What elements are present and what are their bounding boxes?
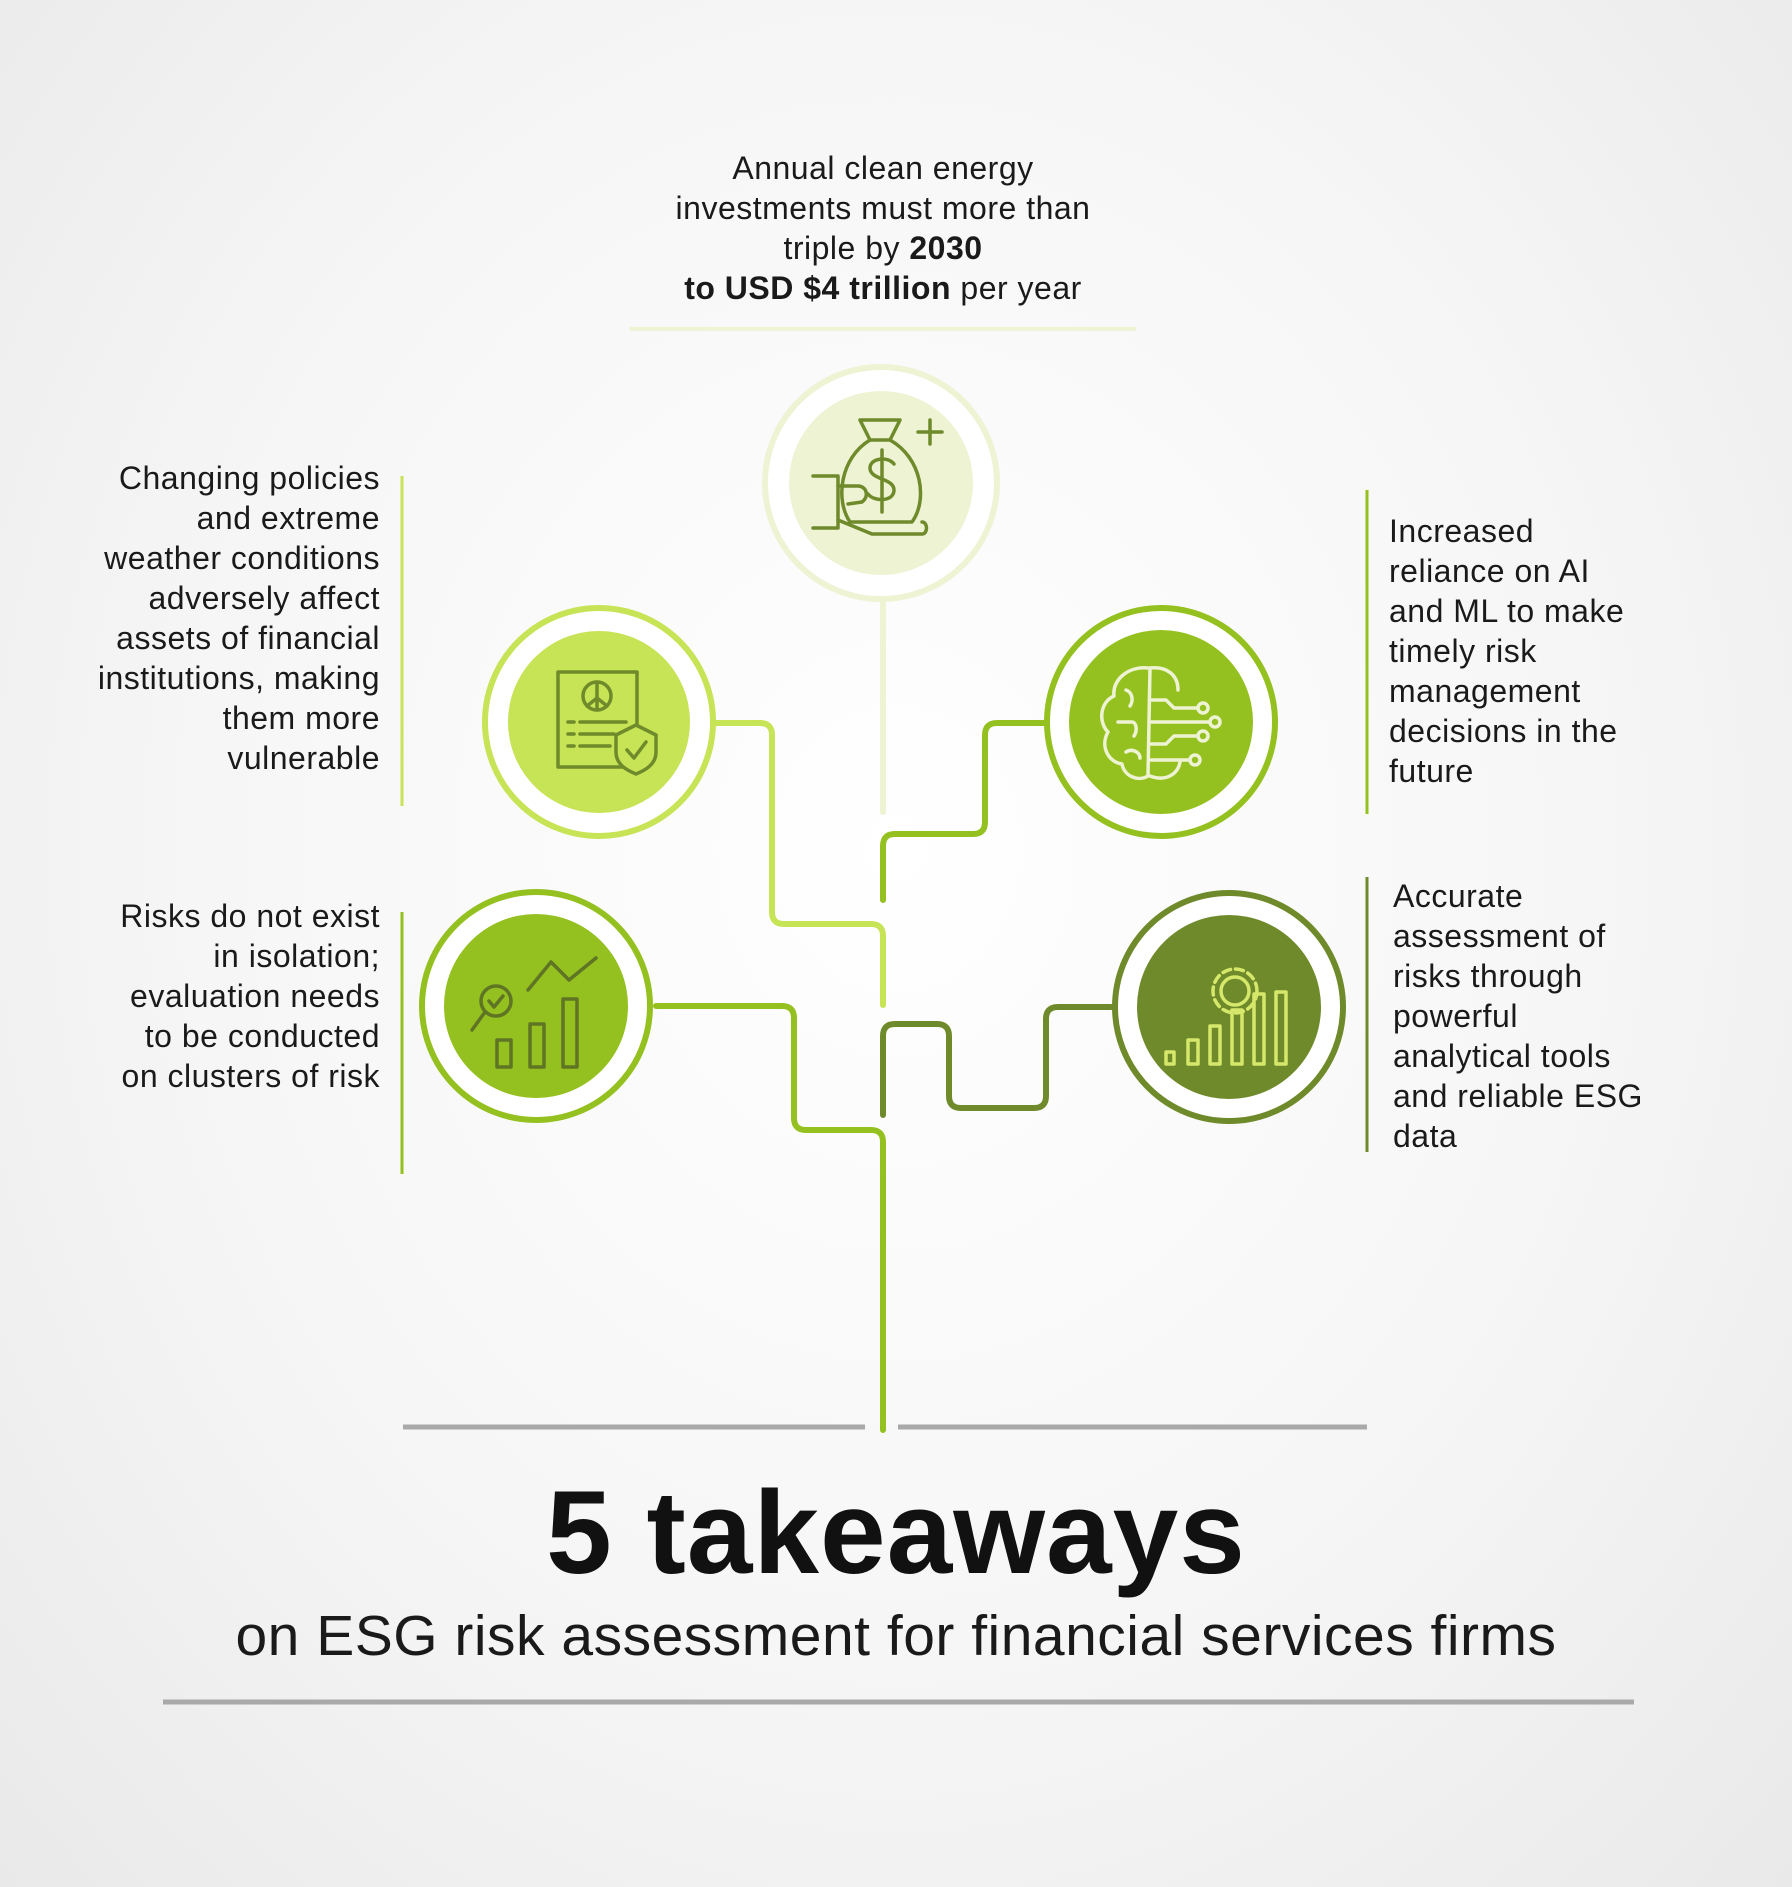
- text-line: on clusters of risk: [121, 1058, 380, 1094]
- text-line: Accurate: [1393, 878, 1524, 914]
- text-line: analytical tools: [1393, 1038, 1611, 1074]
- takeaway-ai-ml-text: Increased reliance on AI and ML to make …: [1389, 511, 1689, 791]
- connector-gear: [880, 1004, 1114, 1118]
- top-text-fragment: triple by: [783, 230, 910, 266]
- text-line: assets of financial: [116, 620, 380, 656]
- text-line: them more: [222, 700, 380, 736]
- connector-ai: [880, 720, 1048, 903]
- text-line: vulnerable: [227, 740, 380, 776]
- text-line: adversely affect: [148, 580, 380, 616]
- text-line: Increased: [1389, 513, 1535, 549]
- text-line: management: [1389, 673, 1581, 709]
- text-line: risks through: [1393, 958, 1583, 994]
- ai-brain-circuit-icon: [1044, 605, 1278, 839]
- page-subtitle: on ESG risk assessment for financial ser…: [235, 1604, 1557, 1668]
- takeaway-policies-text: Changing policies and extreme weather co…: [30, 458, 380, 778]
- text-line: Changing policies: [118, 460, 380, 496]
- text-line: decisions in the: [1389, 713, 1618, 749]
- page-title: 5 takeaways: [546, 1467, 1246, 1599]
- text-line: institutions, making: [97, 660, 380, 696]
- text-line: data: [1393, 1118, 1458, 1154]
- text-line: future: [1389, 753, 1474, 789]
- top-text-line: investments must more than: [675, 190, 1091, 226]
- text-line: and reliable ESG: [1393, 1078, 1643, 1114]
- takeaway-clusters-text: Risks do not exist in isolation; evaluat…: [30, 896, 380, 1096]
- gear-bar-chart-icon: [1112, 890, 1346, 1124]
- top-text-emphasis: to USD $4 trillion: [684, 270, 951, 306]
- text-line: in isolation;: [213, 938, 380, 974]
- money-bag-hand-icon: [762, 364, 1000, 602]
- text-line: to be conducted: [144, 1018, 380, 1054]
- top-text: Annual clean energy investments must mor…: [600, 148, 1166, 308]
- top-text-line: to USD $4 trillion per year: [600, 268, 1166, 308]
- top-text-fragment: per year: [951, 270, 1082, 306]
- takeaway-analytics-text: Accurate assessment of risks through pow…: [1393, 876, 1693, 1156]
- text-line: powerful: [1393, 998, 1518, 1034]
- text-line: evaluation needs: [130, 978, 380, 1014]
- top-text-emphasis: 2030: [909, 230, 983, 266]
- text-line: assessment of: [1393, 918, 1606, 954]
- top-text-line: Annual clean energy: [732, 150, 1034, 186]
- text-line: Risks do not exist: [120, 898, 380, 934]
- connector-policy: [709, 720, 886, 1008]
- text-line: and ML to make: [1389, 593, 1625, 629]
- text-line: timely risk: [1389, 633, 1537, 669]
- top-text-line: triple by 2030: [600, 228, 1166, 268]
- policy-document-shield-icon: [482, 605, 716, 839]
- text-line: and extreme: [196, 500, 380, 536]
- analytics-magnifier-chart-icon: [419, 889, 653, 1123]
- text-line: weather conditions: [104, 540, 380, 576]
- text-line: reliance on AI: [1389, 553, 1590, 589]
- connector-analytics: [653, 1003, 886, 1433]
